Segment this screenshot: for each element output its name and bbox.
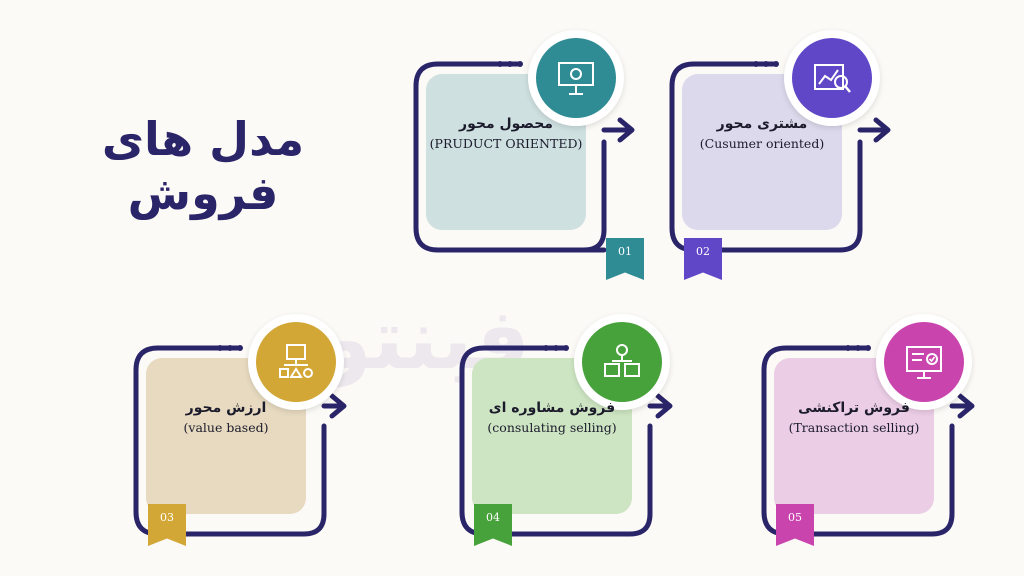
icon-badge bbox=[574, 314, 670, 410]
card-title-fa: فروش مشاوره ای bbox=[488, 400, 616, 416]
icon-badge bbox=[248, 314, 344, 410]
card-title-en: (Cusumer oriented) bbox=[699, 136, 825, 151]
sales-model-card-5: فروش تراکنشی (Transaction selling) 05 bbox=[756, 314, 986, 546]
sales-model-card-1: محصول محور (PRUDUCT ORIENTED) 01 bbox=[408, 30, 644, 280]
card-label: محصول محور (PRUDUCT ORIENTED) bbox=[426, 116, 586, 151]
presentation-board-icon bbox=[558, 62, 594, 95]
card-label: فروش تراکنشی (Transaction selling) bbox=[774, 400, 934, 435]
card-title-fa: مشتری محور bbox=[716, 116, 808, 132]
page-title: مدل های فروش bbox=[101, 112, 305, 220]
card-title-fa: ارزش محور bbox=[185, 400, 267, 416]
card-title-en: (Transaction selling) bbox=[788, 420, 920, 435]
card-frame bbox=[413, 61, 635, 253]
step-number-badge: 02 bbox=[684, 238, 722, 280]
customer-analytics-icon bbox=[814, 64, 851, 93]
sales-model-card-3: ارزش محور (value based) 03 bbox=[128, 314, 358, 546]
step-number-badge: 01 bbox=[606, 238, 644, 280]
transaction-screen-icon bbox=[906, 346, 942, 379]
icon-badge bbox=[876, 314, 972, 410]
card-label: فروش مشاوره ای (consulating selling) bbox=[472, 400, 632, 435]
icon-badge bbox=[528, 30, 624, 126]
card-title-en: (PRUDUCT ORIENTED) bbox=[429, 136, 583, 151]
card-title-fa: فروش تراکنشی bbox=[798, 400, 910, 416]
icon-badge bbox=[784, 30, 880, 126]
consulting-network-icon bbox=[604, 344, 640, 377]
card-title-fa: محصول محور bbox=[459, 116, 553, 132]
card-title-en: (value based) bbox=[183, 420, 269, 435]
card-label: مشتری محور (Cusumer oriented) bbox=[682, 116, 842, 151]
value-flowchart-icon bbox=[279, 344, 313, 378]
sales-model-card-2: مشتری محور (Cusumer oriented) 02 bbox=[664, 30, 894, 280]
card-title-en: (consulating selling) bbox=[487, 420, 617, 435]
card-label: ارزش محور (value based) bbox=[146, 400, 306, 435]
sales-model-card-4: فروش مشاوره ای (consulating selling) 04 bbox=[454, 314, 684, 546]
